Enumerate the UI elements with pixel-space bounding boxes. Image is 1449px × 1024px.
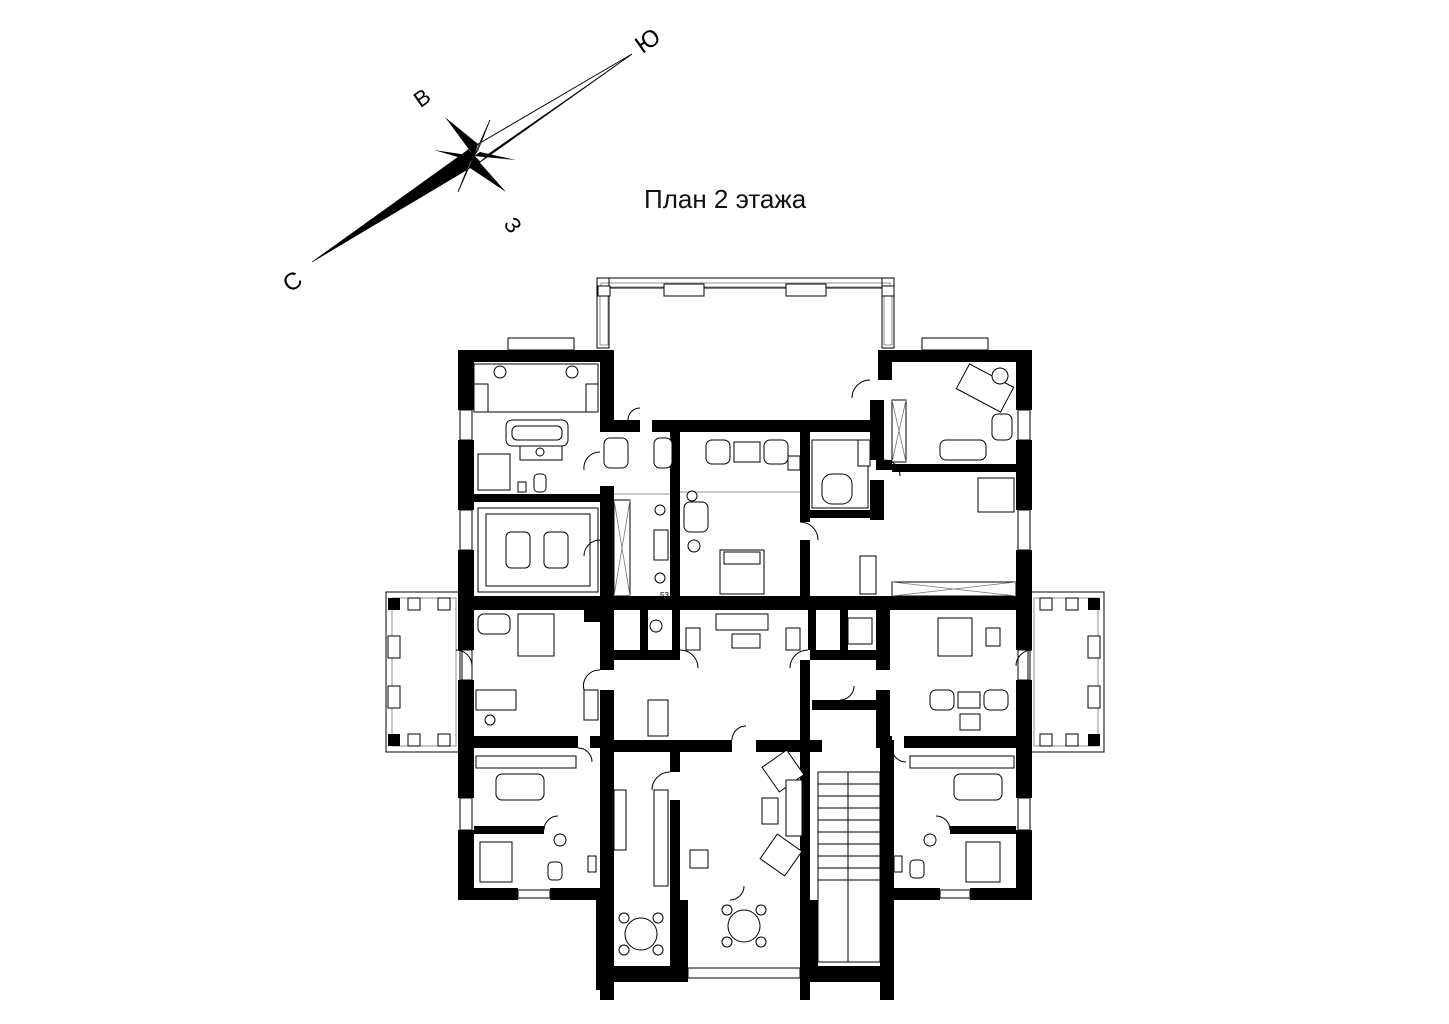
balcony-top-right	[921, 337, 989, 351]
compass-label-south: Ю	[630, 23, 665, 59]
compass-label-north: С	[278, 266, 308, 298]
doors	[455, 379, 1033, 901]
compass-rose: С Ю В З	[278, 23, 666, 298]
walls	[458, 350, 1032, 1000]
plan-title: План 2 этажа	[644, 184, 807, 214]
stair-label: 53	[660, 591, 669, 600]
staircase	[817, 771, 881, 963]
windows	[459, 351, 1031, 979]
compass-label-west: З	[499, 213, 527, 238]
right-terrace	[1027, 591, 1105, 753]
top-terrace	[596, 277, 895, 349]
left-terrace	[385, 591, 463, 753]
dining-table-left	[618, 912, 664, 956]
dining-table-center	[721, 904, 767, 948]
balcony-top-left	[507, 337, 575, 351]
compass-label-east: В	[409, 83, 435, 112]
furniture: 53	[473, 363, 1017, 963]
